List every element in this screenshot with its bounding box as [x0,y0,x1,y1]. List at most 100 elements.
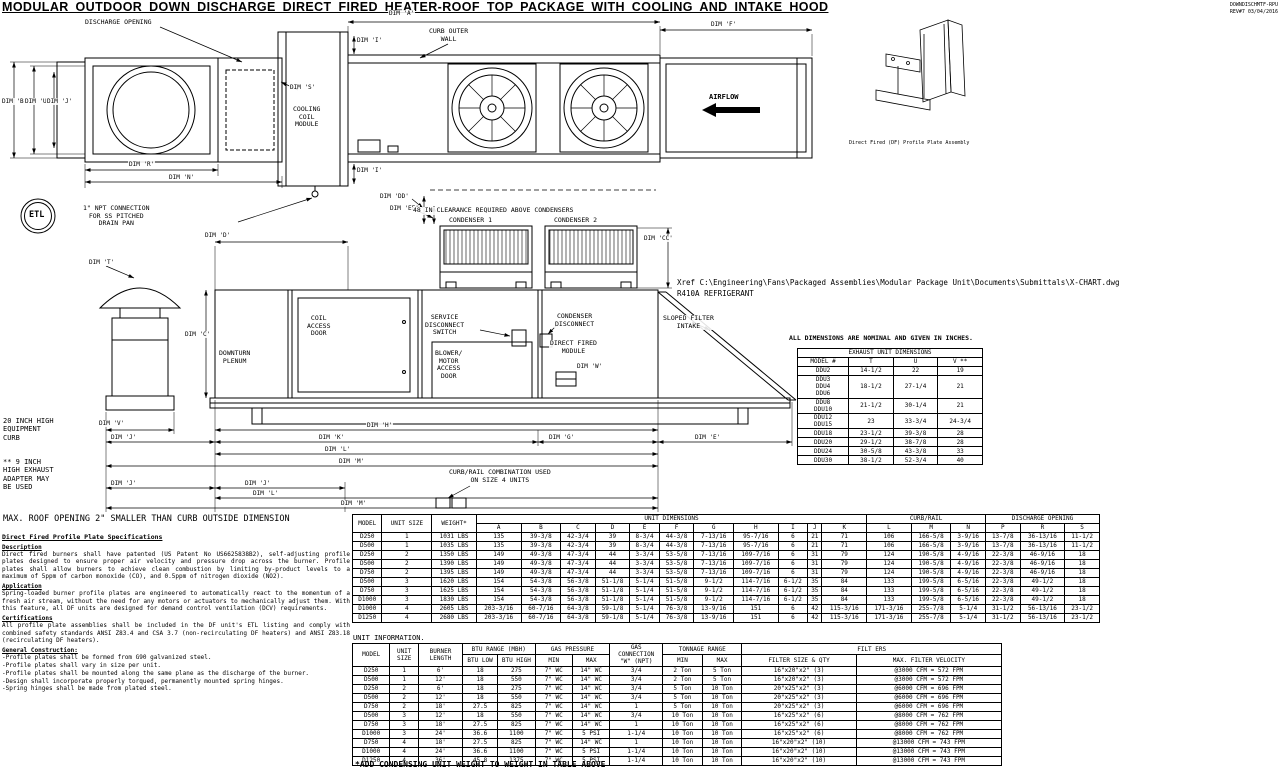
table-cell: 10 Ton [662,728,703,739]
table-cell: 36.6 [461,746,499,757]
condensing-weight-note: *ADD CONDENSING UNIT WEIGHT TO WEIGHT IN… [355,760,606,769]
condenser-2-label: CONDENSER 2 [553,216,599,225]
table-cell: 550 [497,692,536,703]
cooling-coil-module-label: COOLING COIL MODULE [292,105,322,129]
table-cell: G [693,523,734,533]
table-cell: 49-3/8 [520,550,562,560]
table-cell: 49-1/2 [1019,595,1066,605]
table-cell: 10 Ton [662,737,703,748]
table-cell: 13-7/8 [985,541,1021,551]
table-cell: 7-13/16 [693,532,734,542]
table-cell: 49-1/2 [1019,577,1066,587]
certifications-body: All profile plate assemblies shall be in… [2,622,350,644]
table-cell: 35 [807,586,823,596]
table-cell: 203-3/16 [475,604,522,614]
construction-items: -Profile plates shall be formed from G90… [2,654,310,693]
table-cell: 255-7/8 [910,613,952,623]
table-cell: DDU18 [796,428,850,439]
table-cell: 84 [821,586,868,596]
table-cell: 154 [475,586,522,596]
table-cell: 275 [497,665,536,676]
table-cell: 31-1/2 [985,604,1021,614]
table-cell: 135 [475,541,522,551]
table-cell: 22-3/8 [985,595,1021,605]
table-cell: 38-7/8 [892,437,939,448]
table-cell: 1-1/4 [609,728,664,739]
table-cell: 7" WC [534,728,573,739]
table-cell: D500 [351,577,383,587]
table-cell: 33 [937,446,983,457]
table-cell: @6000 CFM = 696 FPM [855,683,1003,694]
discharge-opening-outline [225,69,275,151]
col-btu-low: BTU LOW [461,654,499,667]
table-cell: 154 [475,577,522,587]
profile-plate-specifications: Direct Fired Profile Plate Specification… [2,533,350,693]
table-cell: 3-9/16 [950,532,986,542]
table-cell: D500 [351,559,383,569]
table-cell: 52-3/4 [892,455,939,466]
col-weight: WEIGHT* [431,514,477,533]
dim-j1-label: DIM 'J' [110,434,138,442]
table-cell: 6-5/16 [950,577,986,587]
table-cell: 21 [937,397,983,414]
col-filter-size: FILTER SIZE & QTY [741,654,857,667]
table-cell: 53-5/8 [658,568,695,578]
table-cell: 14" WC [571,683,611,694]
table-cell: 124 [866,559,912,569]
table-cell: 3 [389,710,419,721]
table-cell: 4-9/16 [950,568,986,578]
table-cell: 24' [417,728,463,739]
table-cell: 10 Ton [701,719,743,730]
table-cell: 151 [732,613,779,623]
table-cell: 36-13/16 [1019,541,1066,551]
table-cell: DDU20 [796,437,850,448]
table-cell: D750 [351,701,391,712]
table-cell: 3 [381,595,433,605]
group-tonnage-range: TONNAGE RANGE [662,642,743,656]
table-cell: 76-3/8 [658,613,695,623]
table-cell: 1100 [497,746,536,757]
table-cell: 115-3/16 [821,604,868,614]
table-cell: 12' [417,710,463,721]
table-cell: 4-9/16 [950,559,986,569]
table-cell: D250 [351,683,391,694]
table-cell: 2 [389,692,419,703]
sheet-title: MODULAR OUTDOOR DOWN DISCHARGE DIRECT FI… [2,0,829,14]
col-unit-size: UNIT SIZE [381,514,433,533]
table-cell: 190-5/8 [910,559,952,569]
table-cell: 6 [777,550,809,560]
dim-dd-label: DIM 'DD' [379,193,410,201]
table-cell: D750 [351,719,391,730]
rev-line2: REV#7 03/04/2016 [1229,8,1278,15]
certifications-heading: Certifications [2,615,53,623]
discharge-opening-label: DISCHARGE OPENING [84,18,153,27]
equipment-curb-note: 20 INCH HIGH EQUIPMENT CURB [2,417,55,442]
table-cell: 3 [381,577,433,587]
table-cell: 16"x25"x2" (6) [741,728,857,739]
condenser-1-outline [439,225,533,289]
table-cell: 7" WC [534,674,573,685]
table-cell: 3-9/16 [950,541,986,551]
table-cell: 31-1/2 [985,613,1021,623]
table-cell: 28 [937,437,983,448]
table-cell: 21-1/2 [848,397,894,414]
table-cell: 18 [461,683,499,694]
dim-f-label: DIM 'F' [710,21,738,29]
table-cell: 5-1/4 [629,577,660,587]
table-cell: 8-3/4 [629,532,660,542]
table-cell: 124 [866,568,912,578]
table-cell: 7-13/16 [693,541,734,551]
table-cell: 23-1/2 [1064,604,1100,614]
table-cell: 1350 LBS [431,550,477,560]
table-cell: @3000 CFM = 572 FPM [855,665,1003,676]
table-cell: 3/4 [609,692,664,703]
table-cell: 51-5/8 [658,586,695,596]
table-cell: 5 Ton [662,692,703,703]
table-cell: 1620 LBS [431,577,477,587]
table-cell: 18 [1064,577,1100,587]
